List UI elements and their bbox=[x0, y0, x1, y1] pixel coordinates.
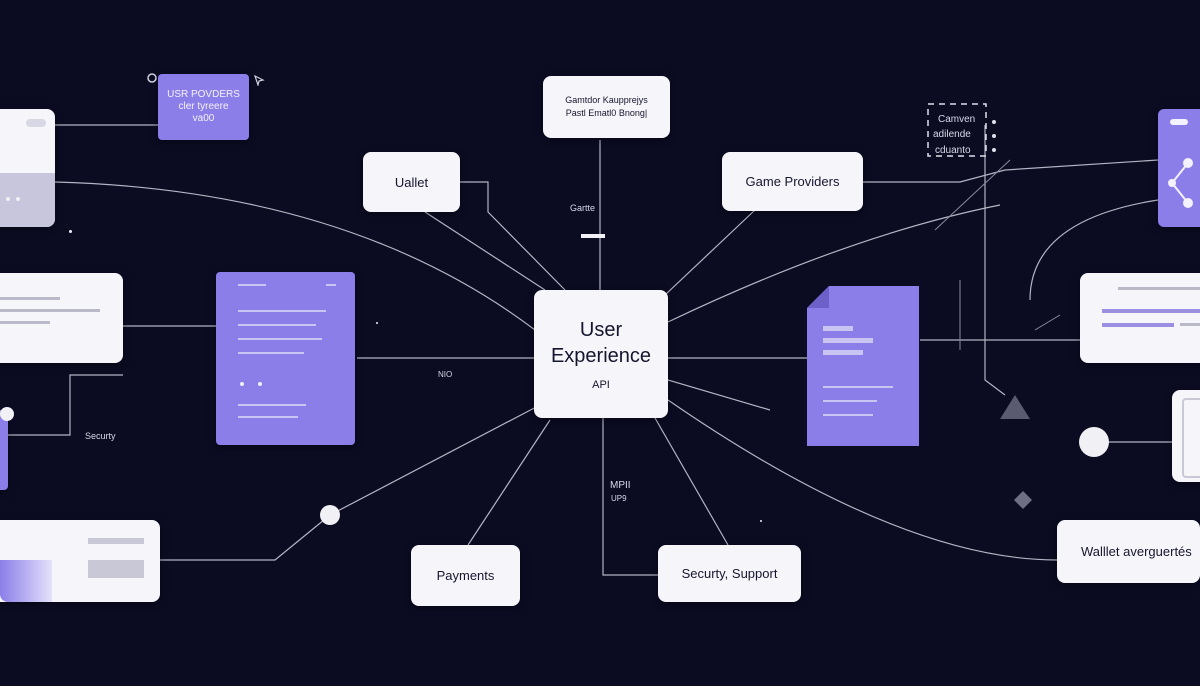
connector-left-mid bbox=[8, 374, 123, 436]
top-info-card[interactable]: Gamtdor Kaupprejys Pastl Ematl0 Bnong| bbox=[543, 76, 670, 138]
connector-center-bottom bbox=[602, 418, 658, 576]
wallet-averguertes-node[interactable]: Walllet averguertés bbox=[1057, 520, 1200, 583]
user-providers-line2: cler tyreere bbox=[178, 101, 229, 112]
wallet-averguertes-label: Walllet averguertés bbox=[1081, 544, 1192, 559]
wallet-label: Uallet bbox=[394, 174, 429, 190]
label-camven: Camven bbox=[938, 114, 976, 125]
doc-line bbox=[238, 324, 316, 326]
doc-dot bbox=[258, 382, 262, 386]
connector-center-far-left bbox=[54, 181, 536, 331]
doc-line bbox=[238, 310, 326, 312]
payments-label: Payments bbox=[436, 568, 495, 583]
right-edge-card-mid[interactable] bbox=[1080, 273, 1200, 363]
diamond-icon bbox=[1014, 491, 1032, 509]
game-providers-label: Game Providers bbox=[745, 174, 840, 189]
connector-center-far-right bbox=[667, 204, 1001, 323]
label-adilende: adilende bbox=[933, 129, 971, 140]
label-up9: UP9 bbox=[611, 494, 627, 503]
connector-game-providers-right bbox=[863, 159, 1159, 183]
label-nio: NIO bbox=[438, 370, 453, 379]
connector-center-left-dot bbox=[329, 404, 541, 516]
user-providers-line3: va00 bbox=[192, 113, 215, 124]
center-node-user-experience[interactable]: User Experience API bbox=[534, 290, 668, 418]
connector-bottom-left bbox=[158, 514, 331, 561]
right-document-card[interactable] bbox=[807, 286, 919, 446]
payments-node[interactable]: Payments bbox=[411, 545, 520, 606]
top-card-line2: Pastl Ematl0 Bnong| bbox=[565, 108, 648, 118]
network-icon bbox=[1168, 119, 1193, 208]
left-edge-purple-card[interactable] bbox=[0, 410, 8, 490]
connector-wallet-elbow bbox=[460, 181, 566, 291]
left-edge-card-mid[interactable] bbox=[0, 273, 123, 363]
security-support-label: Securty, Support bbox=[681, 566, 778, 581]
label-cduanto: cduanto bbox=[935, 145, 971, 156]
triangle-icon bbox=[1000, 395, 1030, 419]
connector-center-wallet bbox=[424, 211, 546, 291]
left-edge-card-top[interactable] bbox=[0, 109, 55, 227]
circle-outline-icon bbox=[147, 73, 157, 83]
doc-line bbox=[238, 404, 306, 406]
connector-right-curve bbox=[1029, 199, 1159, 301]
connector-right-vertical bbox=[984, 125, 1006, 396]
left-document-card[interactable] bbox=[216, 272, 355, 445]
connector-node-edge[interactable] bbox=[0, 407, 14, 421]
label-gartte: Gartte bbox=[570, 203, 596, 213]
doc-line bbox=[238, 416, 298, 418]
right-edge-purple-card[interactable] bbox=[1158, 109, 1200, 227]
connector-center-game-providers bbox=[664, 209, 756, 296]
doc-line bbox=[326, 284, 336, 286]
game-providers-node[interactable]: Game Providers bbox=[722, 152, 863, 211]
center-title-line2: Experience bbox=[550, 345, 652, 367]
short-bar bbox=[581, 234, 605, 238]
doc-line bbox=[238, 284, 266, 286]
center-subtitle: API bbox=[592, 379, 610, 391]
cursor-icon bbox=[253, 74, 265, 86]
document-icon bbox=[807, 286, 919, 446]
user-providers-line1: USR POVDERS bbox=[167, 89, 240, 100]
top-card-line1: Gamtdor Kaupprejys bbox=[565, 95, 648, 105]
connector-center-security bbox=[654, 417, 729, 546]
doc-line bbox=[238, 338, 322, 340]
connector-center-bottom-right bbox=[667, 399, 1058, 561]
right-edge-card-small[interactable] bbox=[1172, 390, 1200, 482]
connector-center-payments bbox=[467, 419, 551, 546]
connector-node-left[interactable] bbox=[320, 505, 340, 525]
connector-center-right-diag bbox=[667, 379, 771, 411]
center-title-line1: User bbox=[579, 319, 623, 341]
left-edge-card-bottom[interactable] bbox=[0, 520, 160, 602]
doc-dot bbox=[240, 382, 244, 386]
security-support-node[interactable]: Securty, Support bbox=[658, 545, 801, 602]
connector-node-right[interactable] bbox=[1079, 427, 1109, 457]
label-securty: Securty bbox=[85, 431, 116, 441]
wallet-node[interactable]: Uallet bbox=[363, 152, 460, 212]
label-mpii: MPII bbox=[610, 480, 631, 491]
doc-line bbox=[238, 352, 304, 354]
user-providers-node[interactable]: USR POVDERS cler tyreere va00 bbox=[158, 74, 249, 140]
